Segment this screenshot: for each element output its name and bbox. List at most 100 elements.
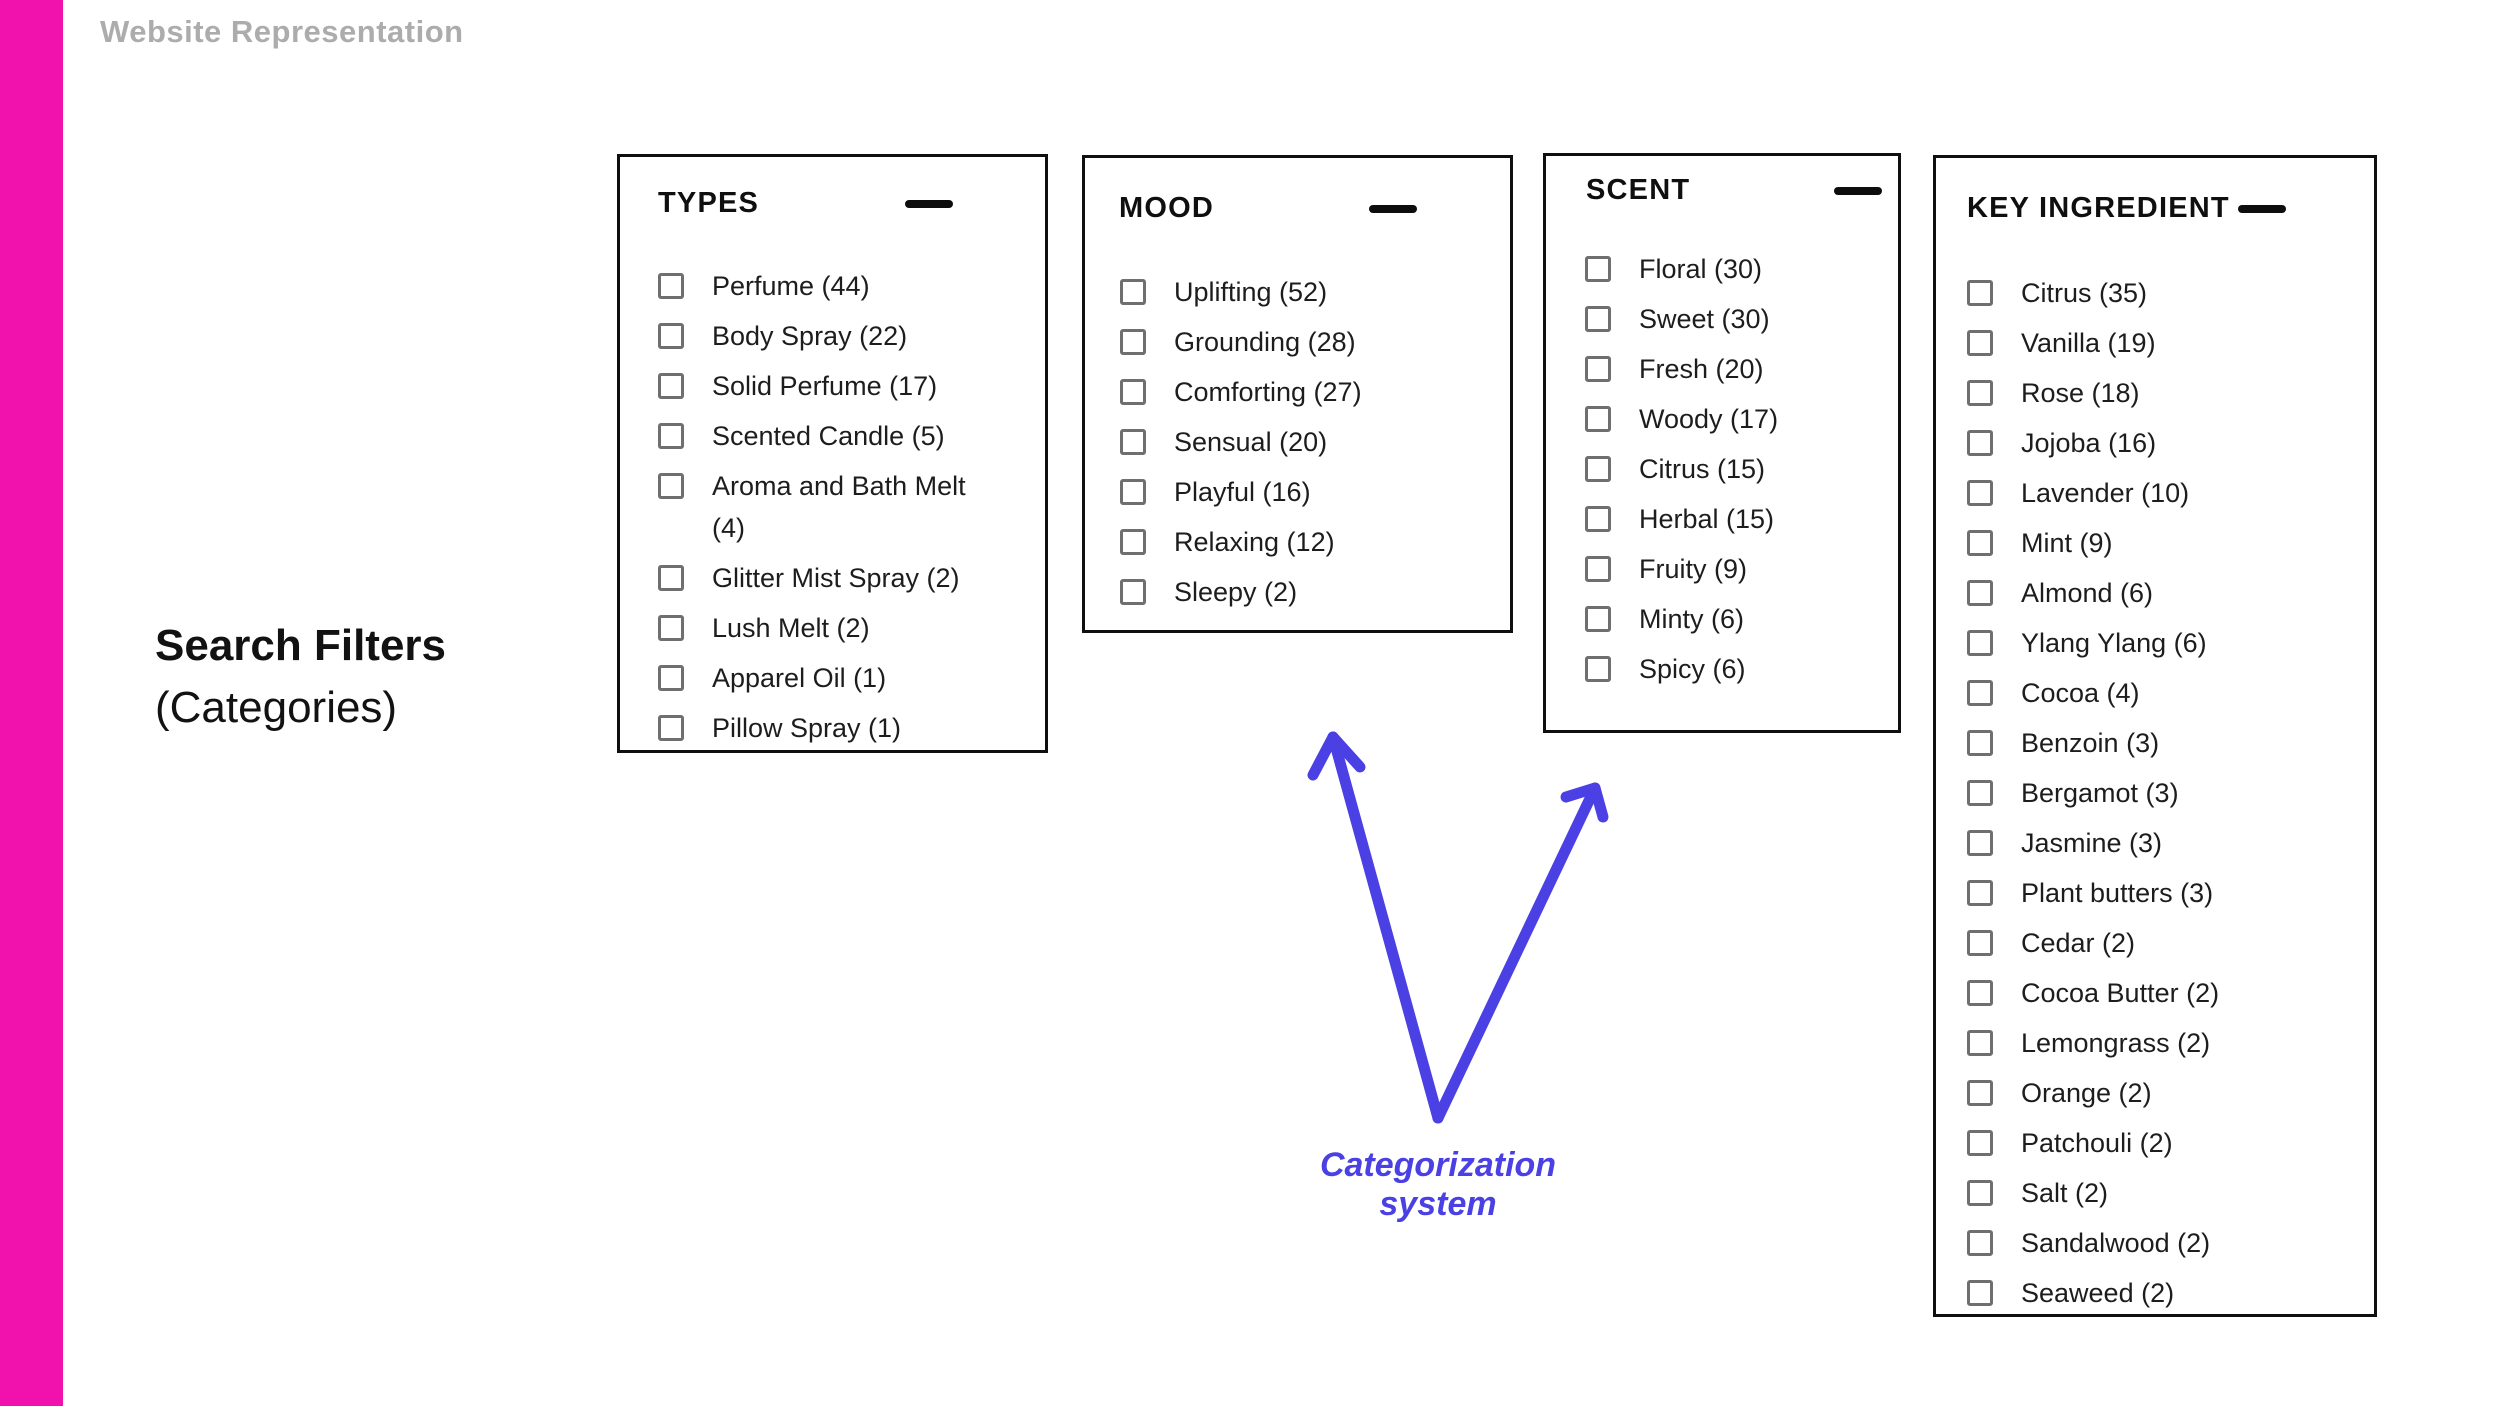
filter-box-title: MOOD xyxy=(1119,192,1215,224)
filter-item-label: Citrus (15) xyxy=(1639,454,1766,484)
filter-item-label: Herbal (15) xyxy=(1639,504,1775,534)
filter-list-item: Comforting (27) xyxy=(1085,371,1510,413)
collapse-dash-icon[interactable] xyxy=(1369,204,1417,213)
checkbox[interactable] xyxy=(1585,506,1611,532)
filter-item-label: Almond (6) xyxy=(2021,578,2154,608)
checkbox[interactable] xyxy=(1967,1180,1993,1206)
filter-list-item: Solid Perfume (17) xyxy=(620,365,1045,407)
filter-item-label: Plant butters (3) xyxy=(2021,878,2214,908)
filter-list-item: Herbal (15) xyxy=(1546,498,1898,540)
filter-list-item: Sensual (20) xyxy=(1085,421,1510,463)
filter-list-item: Plant butters (3) xyxy=(1936,872,2374,914)
checkbox[interactable] xyxy=(1967,980,1993,1006)
checkbox[interactable] xyxy=(658,323,684,349)
filter-box-key-ingredient: KEY INGREDIENT Citrus (35) Vanilla (19) … xyxy=(1933,155,2377,1317)
checkbox[interactable] xyxy=(1967,1030,1993,1056)
filter-item-label: Jojoba (16) xyxy=(2021,428,2157,458)
checkbox[interactable] xyxy=(1967,330,1993,356)
filter-list-item: Orange (2) xyxy=(1936,1072,2374,1114)
checkbox[interactable] xyxy=(1967,880,1993,906)
filter-item-label: Grounding (28) xyxy=(1174,327,1356,357)
checkbox[interactable] xyxy=(658,665,684,691)
collapse-dash-icon[interactable] xyxy=(1834,186,1882,195)
checkbox[interactable] xyxy=(1967,1080,1993,1106)
filter-box-header: SCENT xyxy=(1546,156,1898,207)
filter-item-label: Patchouli (2) xyxy=(2021,1128,2173,1158)
checkbox[interactable] xyxy=(1967,730,1993,756)
filter-item-label: Spicy (6) xyxy=(1639,654,1746,684)
checkbox[interactable] xyxy=(1967,830,1993,856)
checkbox[interactable] xyxy=(1967,930,1993,956)
checkbox[interactable] xyxy=(658,273,684,299)
filter-list-item: Rose (18) xyxy=(1936,372,2374,414)
filter-list-item: Floral (30) xyxy=(1546,248,1898,290)
checkbox[interactable] xyxy=(1585,606,1611,632)
filter-item-label: Lemongrass (2) xyxy=(2021,1028,2211,1058)
checkbox[interactable] xyxy=(1585,306,1611,332)
filter-item-label: Playful (16) xyxy=(1174,477,1311,507)
filter-list-item: Jasmine (3) xyxy=(1936,822,2374,864)
checkbox[interactable] xyxy=(1120,429,1146,455)
filter-list-item: Vanilla (19) xyxy=(1936,322,2374,364)
filter-list-item: Playful (16) xyxy=(1085,471,1510,513)
checkbox[interactable] xyxy=(1120,279,1146,305)
filter-item-label: Body Spray (22) xyxy=(712,321,908,351)
filter-list-item: Woody (17) xyxy=(1546,398,1898,440)
collapse-dash-icon[interactable] xyxy=(2237,204,2286,213)
checkbox[interactable] xyxy=(1967,1280,1993,1306)
filter-list-item: Cocoa (4) xyxy=(1936,672,2374,714)
checkbox[interactable] xyxy=(1967,280,1993,306)
filter-list-item: Patchouli (2) xyxy=(1936,1122,2374,1164)
checkbox[interactable] xyxy=(1120,479,1146,505)
checkbox[interactable] xyxy=(658,473,684,499)
checkbox[interactable] xyxy=(1967,630,1993,656)
filter-list-item: Spicy (6) xyxy=(1546,648,1898,690)
filter-item-label: Ylang Ylang (6) xyxy=(2021,628,2207,658)
checkbox[interactable] xyxy=(1585,456,1611,482)
checkbox[interactable] xyxy=(1967,480,1993,506)
filter-list-item: Body Spray (22) xyxy=(620,315,1045,357)
filter-item-label: Fresh (20) xyxy=(1639,354,1764,384)
checkbox[interactable] xyxy=(1585,556,1611,582)
checkbox[interactable] xyxy=(1967,780,1993,806)
filter-item-label: Relaxing (12) xyxy=(1174,527,1335,557)
filter-item-label: Lush Melt (2) xyxy=(712,613,870,643)
collapse-dash-icon[interactable] xyxy=(905,199,953,208)
checkbox[interactable] xyxy=(658,715,684,741)
checkbox[interactable] xyxy=(1120,529,1146,555)
checkbox[interactable] xyxy=(1120,329,1146,355)
filter-list-item: Relaxing (12) xyxy=(1085,521,1510,563)
checkbox[interactable] xyxy=(1967,380,1993,406)
checkbox[interactable] xyxy=(1967,530,1993,556)
filter-box-types: TYPES Perfume (44) Body Spray (22) Solid… xyxy=(617,154,1048,753)
checkbox[interactable] xyxy=(658,615,684,641)
annotation-label: Categorization system xyxy=(1319,1146,1557,1223)
filter-item-label: Rose (18) xyxy=(2021,378,2140,408)
checkbox[interactable] xyxy=(1585,656,1611,682)
filter-item-label: Scented Candle (5) xyxy=(712,421,945,451)
checkbox[interactable] xyxy=(1967,1130,1993,1156)
filter-item-label: Salt (2) xyxy=(2021,1178,2109,1208)
filter-list-item: Jojoba (16) xyxy=(1936,422,2374,464)
checkbox[interactable] xyxy=(658,423,684,449)
checkbox[interactable] xyxy=(658,565,684,591)
filter-list: Citrus (35) Vanilla (19) Rose (18) Jojob… xyxy=(1936,272,2374,1322)
filter-list-item: Pillow Spray (1) xyxy=(620,707,1045,749)
filter-item-label: Woody (17) xyxy=(1639,404,1779,434)
checkbox[interactable] xyxy=(1967,580,1993,606)
checkbox[interactable] xyxy=(1967,1230,1993,1256)
checkbox[interactable] xyxy=(1585,256,1611,282)
filter-list-item: Perfume (44) xyxy=(620,265,1045,307)
checkbox[interactable] xyxy=(1585,356,1611,382)
checkbox[interactable] xyxy=(1120,579,1146,605)
filter-item-label: Glitter Mist Spray (2) xyxy=(712,563,960,593)
filter-list-item: Minty (6) xyxy=(1546,598,1898,640)
checkbox[interactable] xyxy=(1967,680,1993,706)
annotation-arrows xyxy=(1307,731,1609,1124)
checkbox[interactable] xyxy=(1967,430,1993,456)
checkbox[interactable] xyxy=(658,373,684,399)
filter-item-label: Pillow Spray (1) xyxy=(712,713,902,743)
checkbox[interactable] xyxy=(1585,406,1611,432)
checkbox[interactable] xyxy=(1120,379,1146,405)
